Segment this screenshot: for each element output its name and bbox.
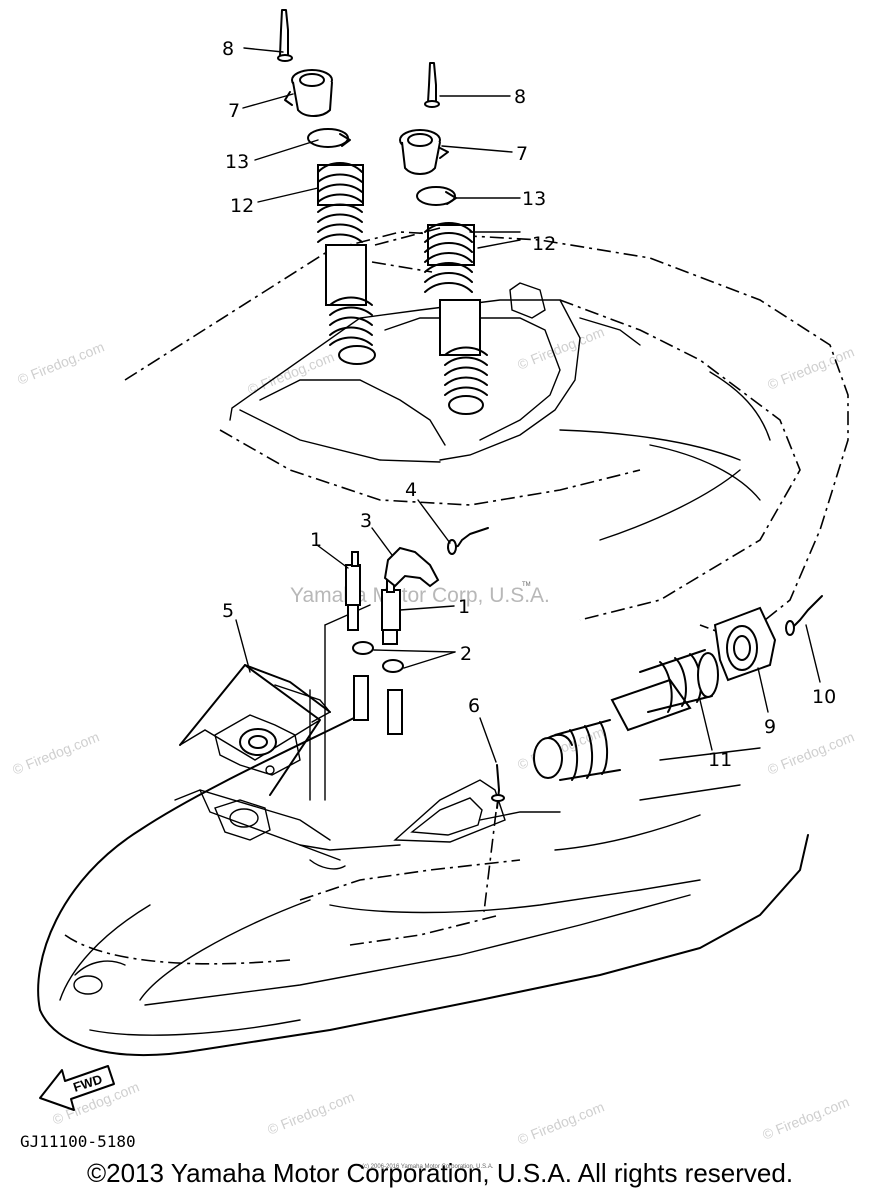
duct-flange-9 [713, 606, 777, 682]
callout-3: 3 [360, 510, 372, 532]
watermark-tile: © Firedog.com [515, 323, 606, 372]
clip-3 [383, 546, 440, 588]
callout-numbers: 8 7 13 12 8 7 13 12 1 3 4 5 1 2 6 11 9 1… [222, 38, 836, 771]
intake-bellows-11 [533, 649, 719, 781]
duct-bellows-left [317, 162, 376, 365]
rivet-8-left [277, 9, 293, 62]
watermark-tile: © Firedog.com [10, 728, 101, 777]
pipe-segments [353, 675, 403, 735]
watermark-tile: © Firedog.com [760, 1093, 851, 1142]
tiny-notice: (c) 2006-2016 Yamaha Motor Corporation, … [362, 1164, 494, 1170]
clamp-2 [352, 641, 404, 673]
duct-cover-7-right [399, 129, 449, 175]
callout-9: 9 [764, 716, 776, 738]
callout-12: 12 [230, 195, 254, 217]
watermark-center: Yamaha Motor Corp, U.S.A. [290, 584, 550, 607]
callout-1: 1 [458, 596, 470, 618]
callout-1: 1 [310, 529, 322, 551]
watermark-layer: © Firedog.com © Firedog.com © Firedog.co… [10, 323, 856, 1147]
fwd-label: FWD [71, 1071, 104, 1094]
watermark-tile: © Firedog.com [245, 348, 336, 397]
callout-5: 5 [222, 600, 234, 622]
copyright-notice: ©2013 Yamaha Motor Corporation, U.S.A. A… [86, 1158, 794, 1188]
hose-1-upper [345, 551, 361, 631]
watermark-tile: © Firedog.com [765, 728, 856, 777]
watermark-tile: © Firedog.com [765, 343, 856, 392]
callout-13: 13 [522, 188, 546, 210]
hose-clamp-13-left [307, 128, 351, 148]
leader-lines [235, 47, 821, 913]
callout-12: 12 [532, 233, 556, 255]
callout-13: 13 [225, 151, 249, 173]
callout-11: 11 [708, 749, 732, 771]
hose-clamp-13-right [416, 186, 457, 206]
callout-7: 7 [516, 143, 528, 165]
watermark-tile: © Firedog.com [15, 338, 106, 387]
callout-4: 4 [405, 479, 417, 501]
watermark-tm: TM [522, 582, 531, 588]
duct-bellows-right [424, 222, 488, 415]
rivet-4 [447, 527, 489, 555]
diagram-code: GJ11100-5180 [20, 1132, 136, 1151]
callout-8: 8 [222, 38, 234, 60]
watermark-tile: © Firedog.com [265, 1088, 356, 1137]
lower-hull-outline [37, 604, 809, 1057]
rivet-6 [491, 764, 505, 809]
callout-8: 8 [514, 86, 526, 108]
upper-hull-outline [124, 231, 849, 641]
callout-6: 6 [468, 695, 480, 717]
watermark-tile: © Firedog.com [515, 1098, 606, 1147]
callout-7: 7 [228, 100, 240, 122]
duct-cover-7-left [284, 69, 333, 117]
callout-2: 2 [460, 643, 472, 665]
callout-10: 10 [812, 686, 836, 708]
rivet-8-right [424, 62, 440, 108]
hose-1-lower [381, 575, 401, 645]
rivet-10 [785, 595, 823, 636]
